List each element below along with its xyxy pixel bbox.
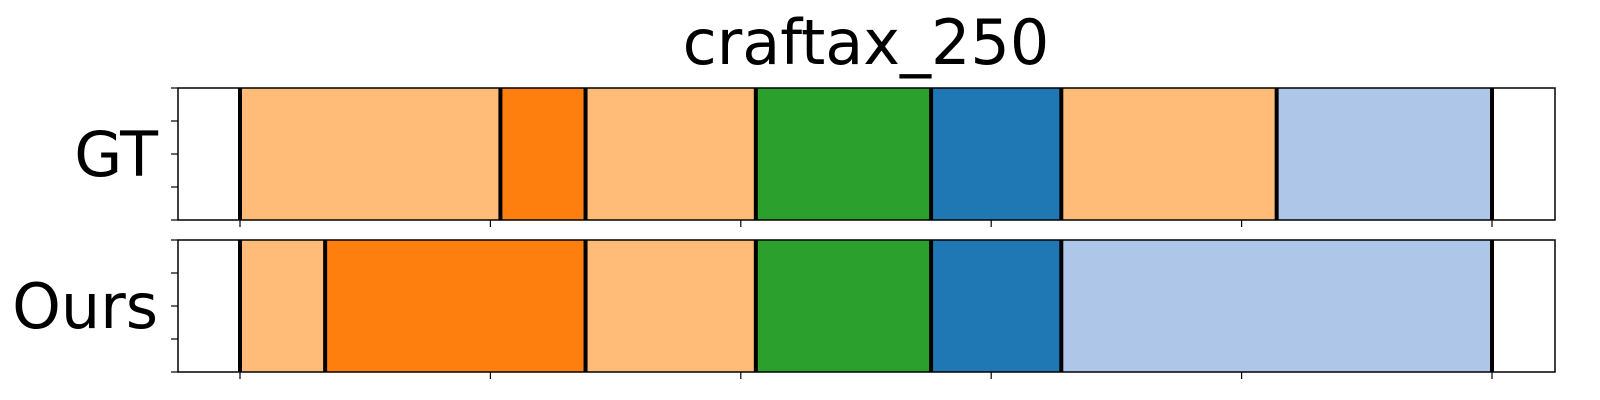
segment-bar: [755, 240, 932, 372]
row-label: GT: [74, 118, 159, 191]
row-ours: Ours: [12, 239, 1556, 379]
segment-bar: [931, 88, 1062, 220]
segment-bar: [240, 240, 326, 372]
segment-bar: [931, 240, 1062, 372]
segment-bar: [1061, 240, 1492, 372]
segment-bar: [585, 240, 756, 372]
segment-bar: [240, 88, 501, 220]
segment-bar: [325, 240, 586, 372]
segment-bar: [755, 88, 932, 220]
segment-bar: [585, 88, 756, 220]
segment-bar: [1276, 88, 1492, 220]
rows-layer: GT Ours: [12, 87, 1556, 379]
row-label: Ours: [12, 270, 158, 343]
chart-title: craftax_250: [683, 6, 1050, 79]
segment-bar: [1061, 88, 1277, 220]
segment-bar: [500, 88, 586, 220]
row-gt: GT: [74, 87, 1556, 227]
